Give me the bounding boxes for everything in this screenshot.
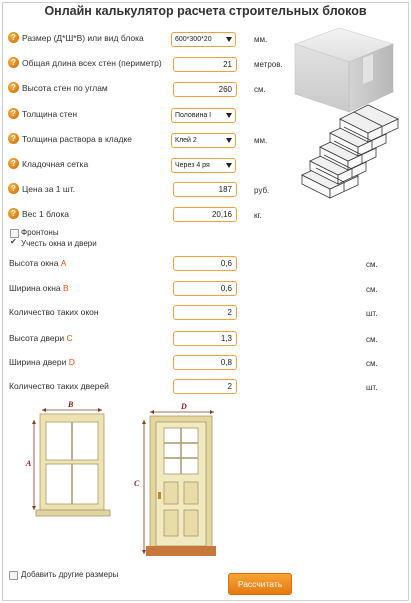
window-width-unit: см. — [366, 285, 378, 294]
door-diagram-image: D C — [134, 402, 216, 556]
row-perimeter: ? Общая длина всех стен (периметр) 21 ме… — [0, 56, 411, 74]
question-circle-icon[interactable]: ? — [8, 32, 19, 43]
row-window-count: Количество таких окон 2 шт. — [0, 305, 411, 323]
mortar-thickness-label: Толщина раствора в кладке — [22, 134, 132, 144]
chevron-down-icon — [226, 37, 232, 42]
chevron-down-icon — [226, 163, 232, 168]
row-door-height: Высота двери C 1,3 см. — [0, 331, 411, 349]
wall-height-label: Высота стен по углам — [22, 83, 108, 93]
window-width-letter-mark: B — [67, 400, 74, 409]
door-height-text: Высота двери — [9, 333, 65, 343]
wall-height-unit: см. — [254, 85, 266, 94]
row-door-width: Ширина двери D 0,8 см. — [0, 355, 411, 373]
window-height-text: Высота окна — [9, 258, 59, 268]
window-count-label: Количество таких окон — [9, 307, 99, 317]
block-size-select[interactable]: 600*300*20 — [171, 32, 236, 47]
question-circle-icon[interactable]: ? — [8, 183, 19, 194]
wall-height-input[interactable]: 260 — [173, 82, 237, 97]
door-width-input[interactable]: 0,8 — [173, 355, 237, 370]
perimeter-label: Общая длина всех стен (периметр) — [22, 58, 162, 68]
calculate-button[interactable]: Рассчитать — [228, 573, 292, 595]
door-count-unit: шт. — [366, 383, 378, 392]
row-wall-height: ? Высота стен по углам 260 см. — [0, 81, 411, 99]
price-label: Цена за 1 шт. — [22, 184, 76, 194]
weight-input[interactable]: 20,16 — [173, 207, 237, 222]
door-height-label: Высота двери C — [9, 333, 73, 343]
row-block-size: ? Размер (Д*Ш*В) или вид блока 600*300*2… — [0, 31, 411, 49]
block-size-label: Размер (Д*Ш*В) или вид блока — [22, 33, 144, 43]
wall-thickness-label: Толщина стен — [22, 109, 78, 119]
door-width-letter-mark: D — [180, 402, 187, 411]
weight-label: Вес 1 блока — [22, 209, 69, 219]
row-mesh: ? Кладочная сетка Через 4 ря — [0, 157, 411, 175]
door-height-letter: C — [66, 333, 73, 343]
door-count-input[interactable]: 2 — [173, 379, 237, 394]
window-height-label: Высота окна A — [9, 258, 66, 268]
door-width-letter: D — [68, 357, 75, 367]
mesh-select[interactable]: Через 4 ря — [171, 158, 236, 173]
row-weight: ? Вес 1 блока 20,16 кг. — [0, 207, 411, 225]
window-width-letter: B — [63, 283, 69, 293]
mesh-label: Кладочная сетка — [22, 159, 89, 169]
aerated-block-image — [294, 27, 394, 113]
perimeter-unit: метров. — [254, 60, 283, 69]
openings-checkbox[interactable] — [10, 237, 17, 247]
other-sizes-label: Добавить другие размеры — [21, 570, 119, 579]
window-width-label: Ширина окна B — [9, 283, 69, 293]
mortar-thickness-select[interactable]: Клей 2 — [171, 133, 236, 148]
question-circle-icon[interactable]: ? — [8, 108, 19, 119]
block-masonry-image — [301, 104, 399, 199]
window-count-unit: шт. — [366, 309, 378, 318]
window-width-text: Ширина окна — [9, 283, 61, 293]
price-input[interactable]: 187 — [173, 182, 237, 197]
row-window-height: Высота окна A 0,6 см. — [0, 256, 411, 274]
question-circle-icon[interactable]: ? — [8, 82, 19, 93]
block-size-value: 600*300*20 — [175, 36, 212, 43]
other-sizes-checkbox[interactable] — [9, 571, 18, 580]
door-height-unit: см. — [366, 335, 378, 344]
mortar-thickness-unit: мм. — [254, 136, 268, 145]
question-circle-icon[interactable]: ? — [8, 208, 19, 219]
door-height-input[interactable]: 1,3 — [173, 331, 237, 346]
weight-unit: кг. — [254, 211, 262, 220]
mesh-value: Через 4 ря — [175, 162, 210, 169]
row-price: ? Цена за 1 шт. 187 руб. — [0, 182, 411, 200]
row-wall-thickness: ? Толщина стен Половина I — [0, 107, 411, 125]
price-unit: руб. — [254, 186, 270, 195]
door-width-label: Ширина двери D — [9, 357, 75, 367]
row-door-count: Количество таких дверей 2 шт. — [0, 379, 411, 397]
mortar-thickness-value: Клей 2 — [175, 137, 197, 144]
door-height-letter-mark: C — [134, 479, 140, 488]
window-count-input[interactable]: 2 — [173, 305, 237, 320]
perimeter-input[interactable]: 21 — [173, 57, 237, 72]
block-size-unit: мм. — [254, 35, 268, 44]
door-count-label: Количество таких дверей — [9, 381, 109, 391]
window-height-letter: A — [60, 258, 67, 268]
chevron-down-icon — [226, 113, 232, 118]
page-title: Онлайн калькулятор расчета строительных … — [44, 4, 367, 18]
row-mortar-thickness: ? Толщина раствора в кладке Клей 2 мм. — [0, 132, 411, 150]
window-width-input[interactable]: 0,6 — [173, 281, 237, 296]
gables-label: Фронтоны — [21, 228, 59, 237]
window-height-input[interactable]: 0,6 — [173, 256, 237, 271]
question-circle-icon[interactable]: ? — [8, 133, 19, 144]
question-circle-icon[interactable]: ? — [8, 57, 19, 68]
wall-thickness-value: Половина I — [175, 112, 212, 119]
window-height-unit: см. — [366, 260, 378, 269]
window-height-letter-mark: A — [25, 459, 32, 468]
row-window-width: Ширина окна B 0,6 см. — [0, 281, 411, 299]
window-diagram-image: B A — [25, 400, 111, 517]
chevron-down-icon — [226, 138, 232, 143]
question-circle-icon[interactable]: ? — [8, 158, 19, 169]
openings-label: Учесть окна и двери — [21, 239, 97, 248]
door-width-unit: см. — [366, 359, 378, 368]
door-width-text: Ширина двери — [9, 357, 67, 367]
wall-thickness-select[interactable]: Половина I — [171, 108, 236, 123]
